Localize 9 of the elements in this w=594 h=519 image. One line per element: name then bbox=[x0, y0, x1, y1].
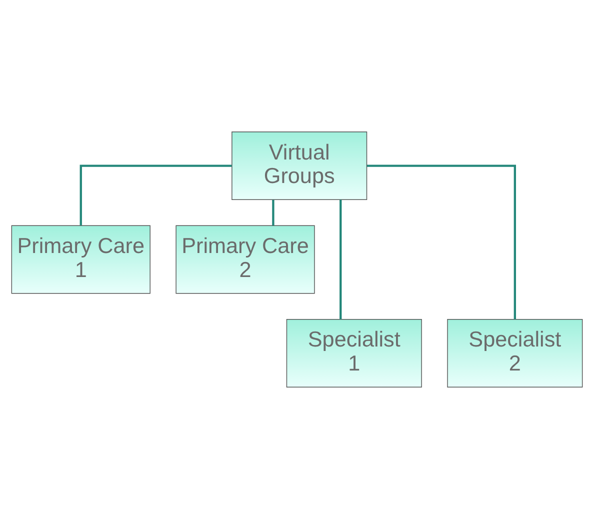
connector bbox=[366, 164, 516, 320]
node-box: Primary Care 2 bbox=[176, 225, 315, 294]
node-box: Specialist 2 bbox=[447, 318, 583, 388]
connector bbox=[80, 164, 232, 226]
connector bbox=[340, 200, 342, 320]
node-box: Virtual Groups bbox=[232, 132, 368, 200]
connector bbox=[272, 200, 274, 226]
node-box: Specialist 1 bbox=[286, 318, 422, 388]
node-box: Primary Care 1 bbox=[11, 225, 150, 294]
